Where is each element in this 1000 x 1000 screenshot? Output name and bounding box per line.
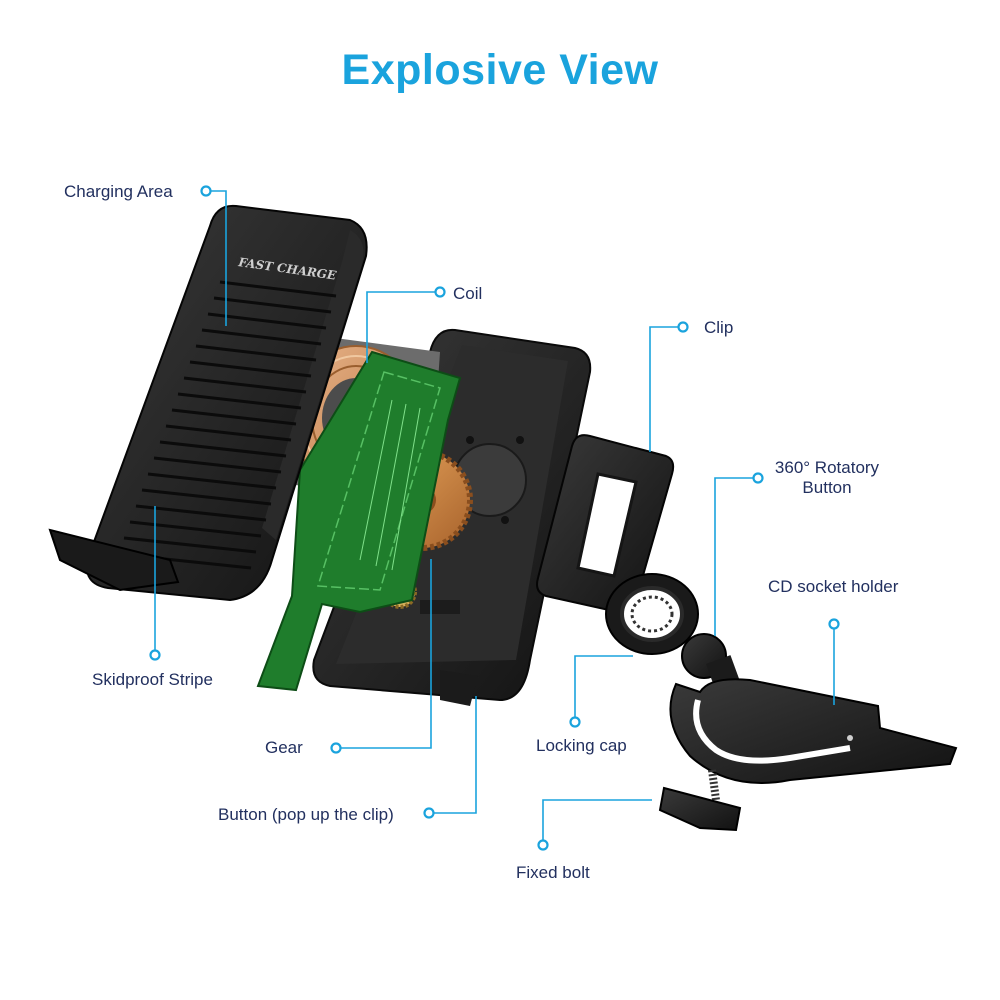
callout-dot-icon	[830, 620, 839, 629]
label-charging-area: Charging Area	[64, 182, 173, 202]
callout-dot-icon	[425, 809, 434, 818]
label-button-pop-up: Button (pop up the clip)	[218, 805, 394, 825]
cd-holder-part	[670, 634, 956, 783]
callout-dot-icon	[436, 288, 445, 297]
label-fixed-bolt: Fixed bolt	[516, 863, 590, 883]
label-cd-socket-holder: CD socket holder	[768, 577, 898, 597]
callout-dot-icon	[571, 718, 580, 727]
label-gear: Gear	[265, 738, 303, 758]
label-skidproof-stripe: Skidproof Stripe	[92, 670, 213, 690]
label-rotatory-button: 360° Rotatory Button	[762, 458, 892, 498]
callout-dot-icon	[539, 841, 548, 850]
label-rotatory-button-line2: Button	[762, 478, 892, 498]
locking-cap-part	[606, 574, 698, 654]
label-clip: Clip	[704, 318, 733, 338]
callout-dot-icon	[202, 187, 211, 196]
callout-dot-icon	[332, 744, 341, 753]
label-coil: Coil	[453, 284, 482, 304]
callout-dot-icon	[151, 651, 160, 660]
callout-dot-icon	[679, 323, 688, 332]
label-rotatory-button-line1: 360° Rotatory	[762, 458, 892, 478]
label-locking-cap: Locking cap	[536, 736, 627, 756]
